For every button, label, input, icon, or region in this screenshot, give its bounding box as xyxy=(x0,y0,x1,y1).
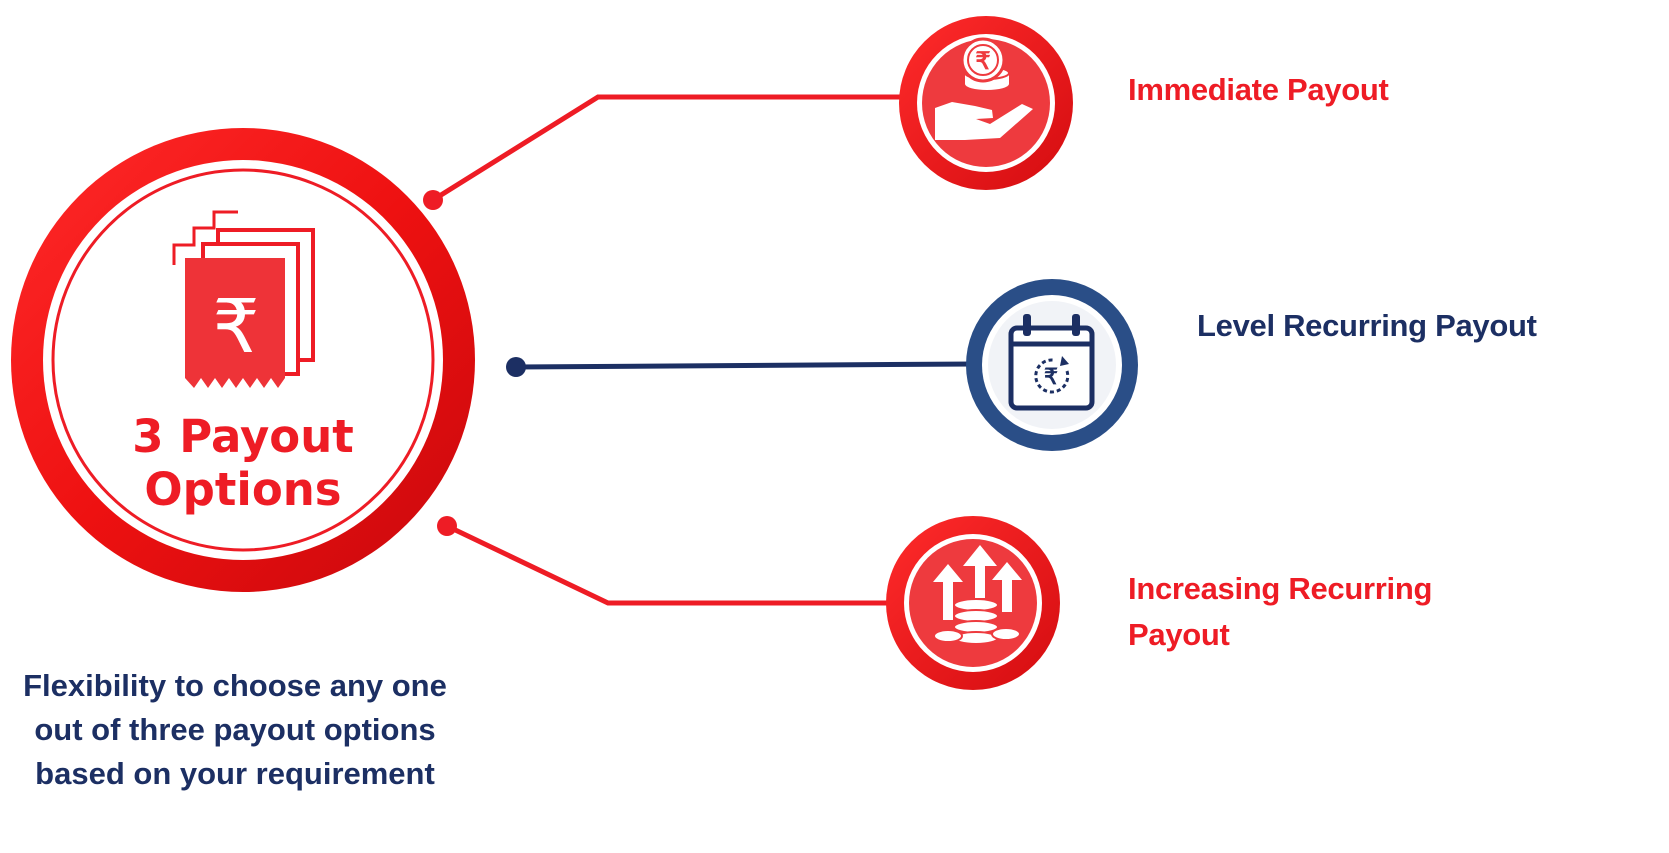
flexibility-caption: Flexibility to choose any one out of thr… xyxy=(0,664,470,796)
rising-arrows-coins-icon xyxy=(933,545,1022,645)
option-label-increasing-line1: Increasing Recurring xyxy=(1128,571,1433,606)
svg-text:₹: ₹ xyxy=(975,48,990,75)
rupee-coins-hand-icon: ₹ xyxy=(935,37,1033,140)
svg-text:₹: ₹ xyxy=(1044,364,1058,389)
option-label-increasing-line2: Payout xyxy=(1128,617,1230,652)
connector-increasing xyxy=(437,516,920,606)
increasing-recurring-payout-badge xyxy=(886,516,1060,690)
hub-title-line2: Options xyxy=(144,463,341,516)
option-label-level-recurring: Level Recurring Payout xyxy=(1197,308,1537,343)
payout-options-hub: ₹ 3 Payout Options xyxy=(11,128,475,592)
connector-immediate xyxy=(423,94,930,210)
option-label-immediate: Immediate Payout xyxy=(1128,72,1389,107)
hub-title-line1: 3 Payout xyxy=(132,410,354,463)
caption-line2: out of three payout options xyxy=(34,712,436,747)
svg-text:₹: ₹ xyxy=(212,285,259,368)
caption-line1: Flexibility to choose any one xyxy=(23,668,447,703)
immediate-payout-badge: ₹ xyxy=(899,16,1073,190)
caption-line3: based on your requirement xyxy=(35,756,435,791)
rupee-receipt-stack-icon: ₹ xyxy=(172,210,315,388)
connector-level xyxy=(506,357,976,377)
calendar-rupee-icon: ₹ xyxy=(1008,314,1095,411)
level-recurring-payout-badge: ₹ xyxy=(966,279,1138,451)
option-label-increasing-recurring: Increasing Recurring Payout xyxy=(1128,566,1432,658)
